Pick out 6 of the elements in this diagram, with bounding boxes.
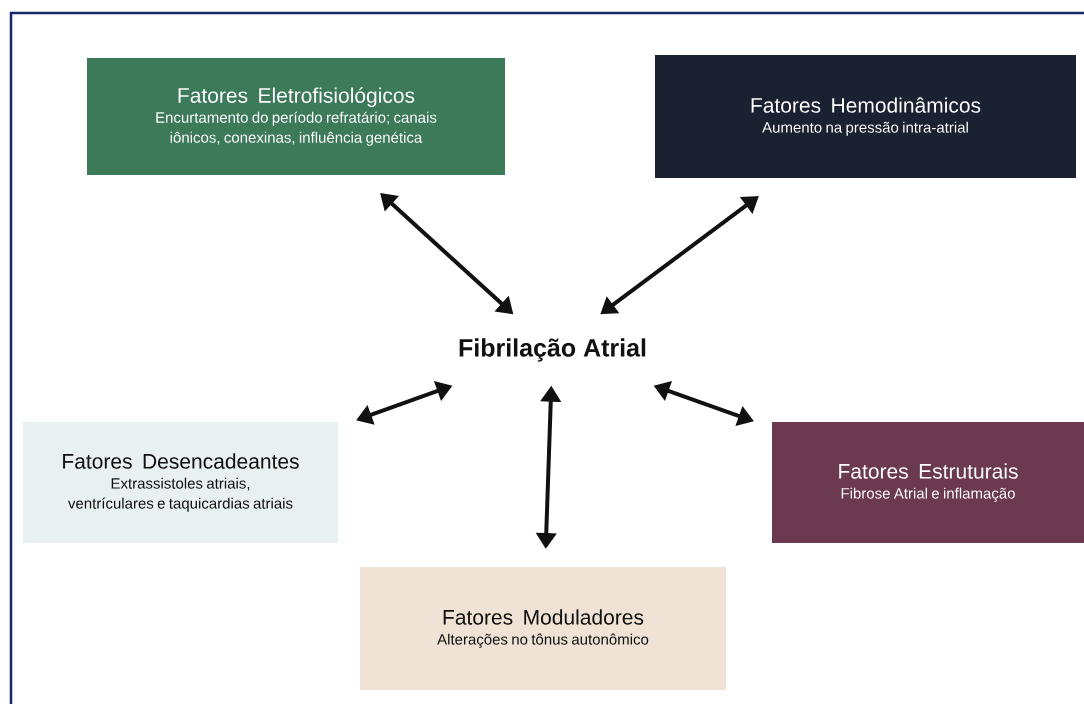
center-label: Fibrilação Atrial xyxy=(459,338,646,362)
factor-box: Fatores Estruturais Fibrose Atrial e inflamação xyxy=(772,422,1084,543)
factor-box: Fatores Moduladores Alterações no tônus autonômico xyxy=(360,567,726,690)
factor-box: Fatores Hemodinâmicos Aumento na pressão intra-atrial xyxy=(655,55,1076,178)
factor-box: Fatores Eletrofisiológicos Encurtamento do período refratário; canais iônicos, conexinas, influência genética xyxy=(87,58,505,175)
factor-box: Fatores Desencadeantes Extrassistoles atriais, ventrículares e taquicardias atriais xyxy=(23,422,338,543)
